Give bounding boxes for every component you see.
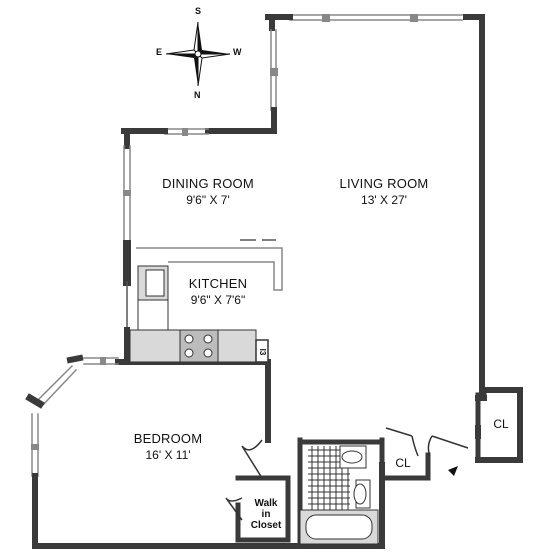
doors: [225, 427, 469, 521]
walls: [25, 14, 523, 549]
refrigerator: [255, 339, 269, 363]
dishwasher: [137, 299, 169, 331]
bathroom: [299, 445, 379, 545]
compass-rose-icon: [165, 21, 231, 87]
stove-icon: [179, 329, 219, 363]
kitchen-dims: 9'6" X 7'6": [190, 293, 246, 307]
compass-east-label: E: [156, 47, 163, 57]
entry-arrow-icon: [448, 466, 458, 476]
kitchen-label: KITCHEN 9'6" X 7'6": [168, 276, 268, 308]
burner-icon: [203, 334, 213, 344]
bath-sink-icon: [341, 450, 363, 464]
burner-icon: [203, 348, 213, 358]
bedroom-door: [241, 439, 263, 479]
refrigerator-label: I3: [258, 348, 267, 356]
living-room-north-west-wall: [265, 14, 293, 31]
living-room-closet-inner: [475, 395, 487, 439]
dining-room-name: DINING ROOM: [162, 176, 254, 191]
kitchen: [129, 239, 283, 363]
sink-icon: [145, 269, 165, 297]
hall-closet-door: [385, 427, 419, 457]
walk-in-line1: Walk: [254, 498, 278, 509]
walk-in-closet-wall: [235, 475, 291, 543]
burner-icon: [184, 348, 194, 358]
bedroom-bay-corner: [25, 393, 45, 409]
hall-closet-wall: [379, 437, 431, 481]
dining-room-label: DINING ROOM 9'6" X 7': [150, 176, 266, 208]
kitchen-bar-outline: [136, 247, 283, 291]
dining-room-dims: 9'6" X 7': [186, 193, 230, 207]
bathtub-basin: [305, 514, 373, 540]
toilet-icon: [353, 483, 367, 505]
hall-closet-label: CL: [395, 456, 411, 470]
bedroom-label: BEDROOM 16' X 11': [118, 431, 218, 463]
bedroom-dims: 16' X 11': [145, 448, 191, 462]
living-room-label: LIVING ROOM 13' X 27': [326, 176, 442, 208]
compass-south-label: S: [195, 6, 202, 16]
kitchen-name: KITCHEN: [188, 276, 248, 291]
bedroom-bay-wall: [66, 354, 84, 364]
walk-in-line2: in: [261, 509, 271, 520]
living-room-east-wall: [463, 14, 523, 463]
walk-in-closet-door: [225, 497, 243, 521]
window-mullions: [31, 14, 418, 450]
dining-step-wall: [205, 107, 277, 134]
entry-door: [427, 435, 469, 457]
compass-north-label: N: [194, 90, 201, 100]
walk-in-line3: Closet: [250, 520, 282, 531]
living-room-dims: 13' X 27': [361, 193, 407, 207]
bedroom-west-wall: [32, 462, 385, 549]
burner-icon: [184, 334, 194, 344]
bedroom-name: BEDROOM: [133, 431, 203, 446]
bedroom-bay-window: [34, 364, 78, 408]
walk-in-closet-label: Walk in Closet: [246, 498, 286, 531]
living-room-name: LIVING ROOM: [339, 176, 429, 191]
living-room-closet-label: CL: [493, 417, 509, 431]
compass-west-label: W: [233, 47, 242, 57]
living-room-north-window: [289, 14, 463, 21]
